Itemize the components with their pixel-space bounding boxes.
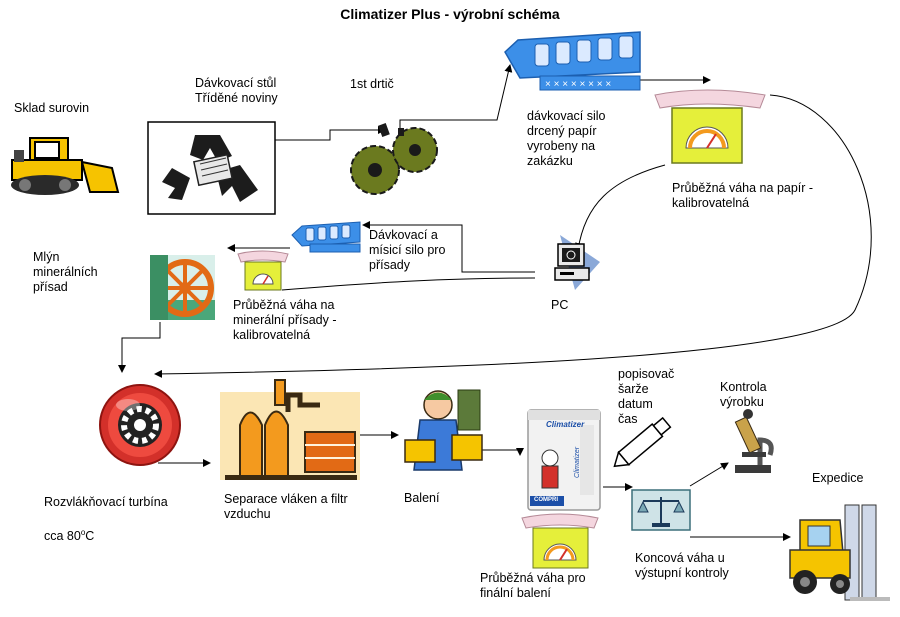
label-turbina-prefix: cca 80 [44,529,81,544]
scale-icon [521,513,599,569]
diagram-title: Climatizer Plus - výrobní schéma [340,6,560,22]
label-davkovaci-stul: Dávkovací stůl Tříděné noviny [195,76,278,105]
bag-bottom-text: COMPRI [534,497,558,503]
recycle-icon [147,121,276,215]
label-expedice: Expedice [812,471,864,485]
insulation-bag-icon [527,409,601,511]
mill-wheel-icon [150,255,215,320]
label-popisovac: popisovač šarže datum čas [618,367,675,426]
svg-text:× × × × × × × ×: × × × × × × × × [545,79,611,90]
microscope-icon [734,409,774,473]
label-turbina-suffix: C [85,529,95,544]
label-vaha-mineral: Průběžná váha na minerální přísady - kal… [233,298,337,342]
label-vaha-papir: Průběžná váha na papír - kalibrovatelná [672,181,814,210]
arrow-vaha-mineral-to-pc [281,277,536,291]
label-pc: PC [551,298,569,312]
label-baleni: Balení [404,491,440,505]
computer-icon [554,235,600,290]
arrow-stul-to-drtic [275,126,386,141]
label-sklad: Sklad surovin [14,101,90,115]
turbine-icon [99,384,181,466]
label-separace: Separace vláken a filtr vzduchu [224,492,348,521]
scale-icon [654,89,766,164]
label-kontrola: Kontrola výrobku [720,380,767,409]
bag-side-text: Climatizer [574,446,581,478]
label-drtic: 1st drtič [350,77,394,91]
arrow-koncova-to-kontrola [689,462,729,487]
arrow-drtic-to-silo [399,64,513,135]
separator-machine-icon [220,379,360,480]
label-turbina: Rozvlákňovací turbína cca 80oC [44,480,168,544]
arrow-vaha-to-pc [575,164,666,251]
marker-pen-icon [613,416,672,468]
silo-icon [291,221,361,253]
scale-icon [237,250,289,291]
label-turbina-degree: o [80,528,86,537]
bag-brand-text: Climatizer [546,420,585,429]
arrow-baleni-to-bag [472,448,524,456]
label-mlyn: Mlýn minerálních přísad [33,250,98,294]
bulldozer-icon [11,137,120,195]
forklift-icon [789,504,890,601]
arrow-pc-to-silo-prisady [362,221,535,273]
silo-icon: × × × × × × × × [504,31,641,91]
packer-worker-icon [404,389,483,471]
connectors [118,64,872,541]
arrow-mlyn-to-turbina [118,322,161,373]
label-koncova-vaha: Koncová váha u výstupní kontroly [635,551,729,580]
arrow-vaha-to-turbina [154,94,872,378]
balance-scale-icon [631,489,691,531]
label-turbina-line1: Rozvlákňovací turbína [44,495,168,509]
label-silo-prisady: Dávkovací a mísicí silo pro přísady [369,228,446,272]
shredder-gears-icon [350,122,438,195]
label-vaha-final: Průběžná váha pro finální balení [480,571,586,600]
label-silo: dávkovací silo drcený papír vyrobeny na … [527,109,606,168]
